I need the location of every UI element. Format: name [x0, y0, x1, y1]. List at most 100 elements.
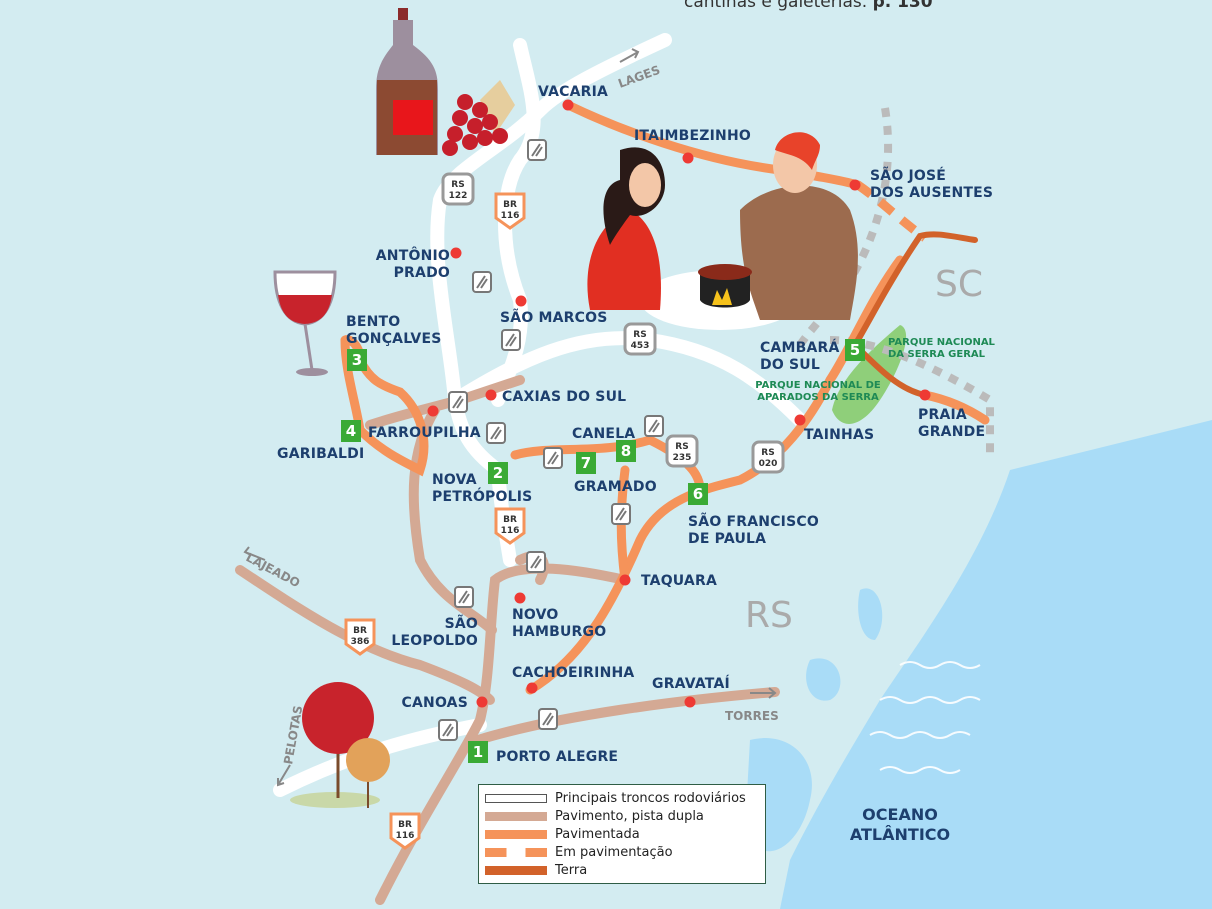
- state-label-rs: RS: [745, 595, 793, 636]
- waves: [869, 661, 981, 774]
- legend-swatch: [485, 865, 547, 875]
- state-shield-icon: [751, 440, 785, 474]
- legend-label: Principais troncos rodoviários: [555, 790, 746, 806]
- legend-item-paved: Pavimentada: [485, 825, 759, 843]
- city-11: GRAMADO: [574, 479, 657, 495]
- city-marker: [427, 405, 439, 417]
- winery-icon: [448, 391, 468, 413]
- legend-swatch: [485, 793, 547, 803]
- park-label-line: APARADOS DA SERRA: [757, 392, 879, 403]
- shield-prefix: BR: [503, 200, 517, 210]
- stop-markers: 1 2 3 4 5 6 78: [341, 339, 865, 763]
- city-label-line: GARIBALDI: [277, 446, 364, 462]
- city-19: CACHOEIRINHA: [512, 665, 634, 694]
- city-marker: [684, 696, 696, 708]
- city-marker: [485, 389, 497, 401]
- city-label-line: CANELA: [572, 426, 635, 442]
- city-21: CANOAS: [402, 695, 488, 711]
- legend-swatch: [485, 811, 547, 821]
- city-22: PORTO ALEGRE: [496, 749, 618, 765]
- shield-number: 116: [396, 831, 415, 841]
- city-label-line: NOVO: [512, 607, 559, 623]
- state-label-sc: SC: [935, 264, 983, 305]
- stop-marker-8[interactable]: 8: [616, 440, 636, 462]
- city-marker: [514, 592, 526, 604]
- stop-marker-3[interactable]: 3: [347, 349, 367, 371]
- city-1: ITAIMBEZINHO: [634, 128, 751, 164]
- city-label: ITAIMBEZINHO: [634, 128, 751, 144]
- stop-marker-7[interactable]: 7: [576, 452, 596, 474]
- arrow-icon: [619, 48, 640, 63]
- stop-marker-1[interactable]: 1: [468, 741, 488, 763]
- city-4: SÃO MARCOS: [500, 295, 608, 326]
- federal-shield-icon: [494, 507, 526, 545]
- shield-number: 235: [673, 453, 692, 463]
- shield-number: 386: [351, 637, 370, 647]
- city-label-line: PETRÓPOLIS: [432, 487, 532, 505]
- shield-prefix: RS: [633, 330, 646, 340]
- stop-marker-box: [347, 349, 367, 371]
- federal-shield-icon: [344, 618, 376, 656]
- city-label-line: SÃO MARCOS: [500, 309, 608, 326]
- stop-marker-5[interactable]: 5: [845, 339, 865, 361]
- top-note: cantinas e galeterias. p. 130: [684, 0, 933, 12]
- stop-marker-2[interactable]: 2: [488, 462, 508, 484]
- city-marker: [515, 295, 527, 307]
- city-16: TAQUARA: [619, 573, 717, 589]
- winery-icon: [438, 719, 458, 741]
- city-label-line: FARROUPILHA: [368, 425, 481, 441]
- page-reference: p. 130: [872, 0, 933, 12]
- shield-prefix: RS: [451, 180, 464, 190]
- stop-number: 6: [693, 485, 703, 503]
- legend-item-dirt: Terra: [485, 861, 759, 879]
- stop-number: 2: [493, 464, 503, 482]
- city-label: CANOAS: [402, 695, 468, 711]
- winery-icon: [644, 415, 664, 437]
- city-label: PORTO ALEGRE: [496, 749, 618, 765]
- city-13: TAINHAS: [794, 414, 874, 443]
- city-marker: [849, 179, 861, 191]
- city-0: VACARIA: [538, 84, 608, 111]
- stop-marker-6[interactable]: 6: [688, 483, 708, 505]
- stop-marker-box: [576, 452, 596, 474]
- ocean-label-line: ATLÂNTICO: [850, 825, 950, 844]
- legend-swatch: [485, 829, 547, 839]
- city-label: TAINHAS: [804, 427, 874, 443]
- shield-number: 020: [759, 459, 778, 469]
- shield-prefix: BR: [353, 626, 367, 636]
- stop-marker-box: [845, 339, 865, 361]
- map-legend: Principais troncos rodoviários Pavimento…: [478, 784, 766, 884]
- stop-marker-box: [468, 741, 488, 763]
- city-label-line: CACHOEIRINHA: [512, 665, 634, 681]
- winery-icon: [501, 329, 521, 351]
- city-9: CANELA: [572, 426, 635, 442]
- city-label-line: DO SUL: [760, 357, 820, 373]
- shield-prefix: RS: [675, 442, 688, 452]
- stop-number: 1: [473, 743, 483, 761]
- city-label-line: BENTO: [346, 314, 400, 330]
- stop-number: 3: [352, 351, 362, 369]
- city-label-line: CAMBARÁ: [760, 339, 840, 356]
- city-marker: [526, 682, 538, 694]
- city-label: SÃO MARCOS: [500, 309, 608, 326]
- stop-marker-4[interactable]: 4: [341, 420, 361, 442]
- winery-icon: [611, 503, 631, 525]
- park-label-line: PARQUE NACIONAL: [888, 337, 996, 348]
- direction-torres: TORRES: [725, 687, 779, 723]
- city-label-line: GRAVATAÍ: [652, 675, 730, 692]
- legend-label: Pavimento, pista dupla: [555, 808, 704, 824]
